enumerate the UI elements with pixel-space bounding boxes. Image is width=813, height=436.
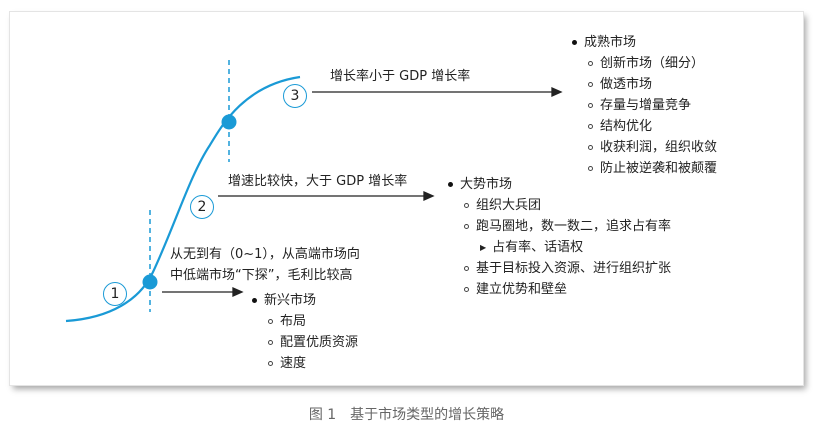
stage-1-text-line1: 从无到有（0~1），从高端市场向 — [170, 247, 360, 262]
inflection-dot-2 — [221, 114, 237, 130]
stage-1-list: 新兴市场 布局 配置优质资源 速度 — [252, 290, 358, 374]
stage-3-text: 增长率小于 GDP 增长率 — [330, 69, 471, 84]
circle-bullet-icon — [588, 61, 593, 66]
figure-caption: 图 1 基于市场类型的增长策略 — [308, 407, 505, 423]
circle-bullet-icon — [464, 224, 469, 229]
list-item: 基于目标投入资源、进行组织扩张 — [448, 258, 671, 279]
bullet-icon — [448, 182, 453, 187]
arrow-1-head — [232, 286, 244, 298]
list-item: 做透市场 — [572, 74, 717, 95]
list-subitem: ▶占有率、话语权 — [448, 237, 671, 258]
list-item: 组织大兵团 — [448, 195, 671, 216]
circle-bullet-icon — [588, 82, 593, 87]
circle-bullet-icon — [268, 319, 273, 324]
list-item: 结构优化 — [572, 116, 717, 137]
stage-3-number: 3 — [283, 84, 307, 108]
stage-2-list: 大势市场 组织大兵团 跑马圈地，数一数二，追求占有率 ▶占有率、话语权 基于目标… — [448, 174, 671, 300]
diagram-frame — [10, 12, 803, 385]
circle-bullet-icon — [268, 340, 273, 345]
circle-bullet-icon — [588, 103, 593, 108]
circle-bullet-icon — [588, 145, 593, 150]
list-item: 跑马圈地，数一数二，追求占有率 — [448, 216, 671, 237]
list-item: 布局 — [252, 311, 358, 332]
arrow-3-head — [551, 86, 563, 98]
list-title: 新兴市场 — [252, 290, 358, 311]
bullet-icon — [252, 298, 257, 303]
triangle-bullet-icon: ▶ — [480, 243, 487, 252]
list-item: 收获利润，组织收敛 — [572, 137, 717, 158]
stage-2-number: 2 — [190, 195, 214, 219]
list-title: 成熟市场 — [572, 32, 717, 53]
arrow-2-head — [423, 190, 435, 202]
inflection-dot-1 — [142, 274, 158, 290]
circle-bullet-icon — [464, 203, 469, 208]
list-item: 建立优势和壁垒 — [448, 279, 671, 300]
stage-2-text: 增速比较快，大于 GDP 增长率 — [228, 174, 408, 189]
list-item: 创新市场（细分） — [572, 53, 717, 74]
circle-bullet-icon — [588, 166, 593, 171]
stage-1-number: 1 — [103, 282, 127, 306]
list-item: 速度 — [252, 353, 358, 374]
circle-bullet-icon — [588, 124, 593, 129]
circle-bullet-icon — [464, 266, 469, 271]
bullet-icon — [572, 40, 577, 45]
list-title: 大势市场 — [448, 174, 671, 195]
list-item: 配置优质资源 — [252, 332, 358, 353]
list-item: 存量与增量竞争 — [572, 95, 717, 116]
circle-bullet-icon — [464, 287, 469, 292]
circle-bullet-icon — [268, 361, 273, 366]
stage-1-text-line2: 中低端市场“下探”，毛利比较高 — [170, 268, 353, 283]
s-curve — [65, 75, 301, 323]
stage-3-list: 成熟市场 创新市场（细分） 做透市场 存量与增量竞争 结构优化 收获利润，组织收… — [572, 32, 717, 179]
list-item: 防止被逆袭和被颠覆 — [572, 158, 717, 179]
